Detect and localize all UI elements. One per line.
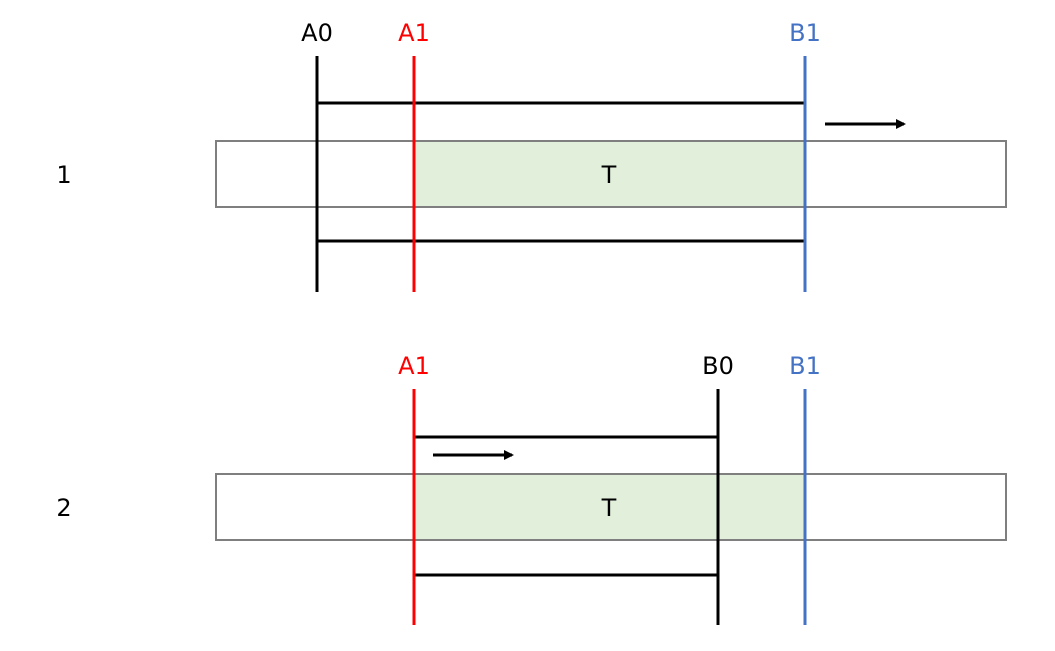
row-label-1: 1 xyxy=(56,161,71,189)
segment-label-t-1: T xyxy=(601,161,617,189)
marker-label-a1-panel2: A1 xyxy=(398,352,430,380)
marker-label-b1-panel1: B1 xyxy=(789,19,821,47)
segment-t-1 xyxy=(414,142,805,206)
segment-label-t-2: T xyxy=(601,494,617,522)
marker-label-b1-panel2: B1 xyxy=(789,352,821,380)
marker-label-a0: A0 xyxy=(301,19,333,47)
panel-2: 2 T A1 B0 B1 xyxy=(56,352,1007,625)
marker-label-a1-panel1: A1 xyxy=(398,19,430,47)
panel-1: 1 T A0 A1 B1 xyxy=(56,19,1007,292)
row-label-2: 2 xyxy=(56,494,71,522)
marker-label-b0: B0 xyxy=(702,352,734,380)
segment-t-2 xyxy=(414,475,805,539)
